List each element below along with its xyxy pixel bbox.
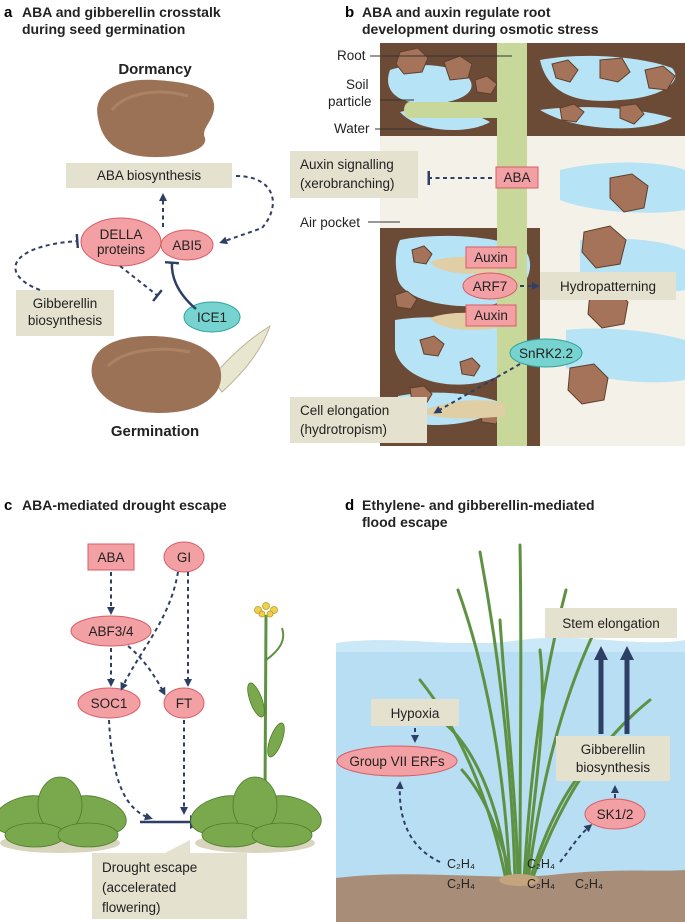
aba-biosynthesis-label: ABA biosynthesis: [97, 168, 202, 183]
aba-to-abi5-arrow: [219, 175, 274, 245]
ft-node: [163, 687, 205, 719]
hypoxia-label: Hypoxia: [391, 706, 440, 721]
callout-pointer: [165, 840, 190, 853]
auxin-top-node: [465, 246, 517, 269]
panel-a-letter: a: [4, 4, 13, 21]
della-label-line2: proteins: [97, 242, 145, 257]
sk-node: [584, 798, 646, 830]
dormant-seed-illustration: [97, 79, 215, 158]
aba-drought-label: ABA: [97, 550, 124, 565]
air-pocket-label: Air pocket: [300, 215, 360, 230]
germinating-seed-illustration: [91, 324, 271, 413]
ethylene-label-left-bottom: C₂H₄: [447, 877, 475, 891]
hydropatterning-box: [540, 272, 676, 300]
sk-label: SK1/2: [597, 807, 634, 822]
root-label: Root: [337, 48, 366, 63]
soc1-label: SOC1: [91, 696, 128, 711]
panel-a-title-line2: during seed germination: [22, 21, 185, 37]
soil-illustration: [380, 43, 685, 446]
group-vii-erfs-label: Group VII ERFs: [349, 754, 445, 769]
panel-d-title-line1: Ethylene- and gibberellin-mediated: [362, 497, 595, 513]
panel-c-title: ABA-mediated drought escape: [22, 497, 227, 513]
ethylene-to-sk-arrow: [559, 824, 593, 863]
abf-node: [70, 615, 152, 647]
snrk-node: [509, 338, 583, 368]
ice1-label: ICE1: [197, 310, 227, 325]
stem-elongation-box: [545, 608, 677, 638]
gi-to-soc1-arrow: [120, 571, 179, 691]
gibberellin-flood-box: [556, 736, 670, 781]
panel-a-title-line1: ABA and gibberellin crosstalk: [22, 4, 221, 20]
cell-elongation-box: [290, 397, 427, 443]
arf7-node: [462, 272, 518, 300]
gibberellin-biosynthesis-box: [16, 290, 114, 336]
panel-a: a ABA and gibberellin crosstalk during s…: [4, 4, 274, 440]
soil-label-line2: particle: [328, 94, 372, 109]
panel-b-title-line1: ABA and auxin regulate root: [362, 4, 551, 20]
panel-d-letter: d: [345, 497, 354, 514]
gibberellin-flood-line1: Gibberellin: [581, 742, 646, 757]
aba-biosynthesis-box: [66, 163, 232, 188]
cell-elongation-line2: (hydrotropism): [300, 422, 387, 437]
soc1-to-flowering-arrow: [108, 719, 153, 821]
drought-escape-line3: flowering): [102, 900, 161, 915]
ice1-inhibits-abi5-arrow: [164, 260, 197, 310]
dormancy-label: Dormancy: [118, 61, 192, 78]
snrk-to-cell-elongation-arrow: [433, 363, 521, 414]
gibberellin-inhibits-della-arrow: [14, 233, 79, 291]
panel-d: d Ethylene- and gibberellin-mediated flo…: [336, 497, 685, 922]
auxin-signalling-box: [290, 151, 418, 198]
ethylene-label-right-bottom: C₂H₄: [527, 877, 555, 891]
gi-node: [163, 541, 205, 573]
auxin-bottom-node: [465, 304, 517, 327]
arf7-label: ARF7: [473, 279, 508, 294]
group-vii-erfs-node: [336, 745, 458, 777]
abi5-label: ABI5: [172, 238, 201, 253]
auxin-signalling-line1: Auxin signalling: [300, 157, 394, 172]
gi-label: GI: [177, 550, 191, 565]
ethylene-label-far-right: C₂H₄: [575, 877, 603, 891]
ethylene-to-erfs-arrow: [395, 781, 441, 863]
aba-root-node: [495, 166, 539, 189]
aba-root-label: ABA: [503, 170, 530, 185]
della-label-line1: DELLA: [100, 227, 143, 242]
abf-to-ft-arrow: [127, 645, 166, 696]
aba-drought-node: [87, 543, 135, 571]
panel-b: b ABA and auxin regulate root developmen…: [290, 4, 685, 446]
rosette-plant-illustration: [0, 776, 127, 853]
hypoxia-box: [371, 699, 459, 726]
flowering-plant-illustration: [190, 602, 322, 853]
drought-escape-line2: (accelerated: [102, 880, 176, 895]
hydropatterning-label: Hydropatterning: [560, 279, 656, 294]
soil-label-line1: Soil: [346, 77, 369, 92]
cell-elongation-line1: Cell elongation: [300, 403, 389, 418]
auxin-top-label: Auxin: [474, 250, 508, 265]
snrk-label: SnRK2.2: [519, 346, 573, 361]
water-label: Water: [334, 121, 370, 136]
auxin-signalling-line2: (xerobranching): [300, 176, 395, 191]
ft-label: FT: [176, 696, 193, 711]
panel-b-title-line2: development during osmotic stress: [362, 21, 599, 37]
drought-escape-box: [92, 853, 247, 919]
abf-label: ABF3/4: [88, 624, 134, 639]
della-inhibits-gibberellin-arrow: [119, 265, 163, 302]
soc1-node: [77, 687, 141, 719]
gibberellin-flood-line2: biosynthesis: [576, 760, 651, 775]
panel-d-title-line2: flood escape: [362, 514, 448, 530]
stem-elongation-label: Stem elongation: [562, 616, 660, 631]
gibberellin-label-line2: biosynthesis: [28, 313, 103, 328]
ethylene-label-right-top: C₂H₄: [527, 857, 555, 871]
auxin-bottom-label: Auxin: [474, 308, 508, 323]
gibberellin-label-line1: Gibberellin: [33, 296, 98, 311]
germination-label: Germination: [111, 423, 199, 440]
panel-b-letter: b: [345, 4, 354, 21]
drought-escape-line1: Drought escape: [102, 860, 197, 875]
panel-c: c ABA-mediated drought escape ABA GI ABF…: [0, 497, 322, 919]
ethylene-label-left-top: C₂H₄: [447, 857, 475, 871]
panel-c-letter: c: [4, 497, 12, 514]
ice1-node: [183, 301, 241, 333]
abi5-node: [160, 229, 214, 261]
